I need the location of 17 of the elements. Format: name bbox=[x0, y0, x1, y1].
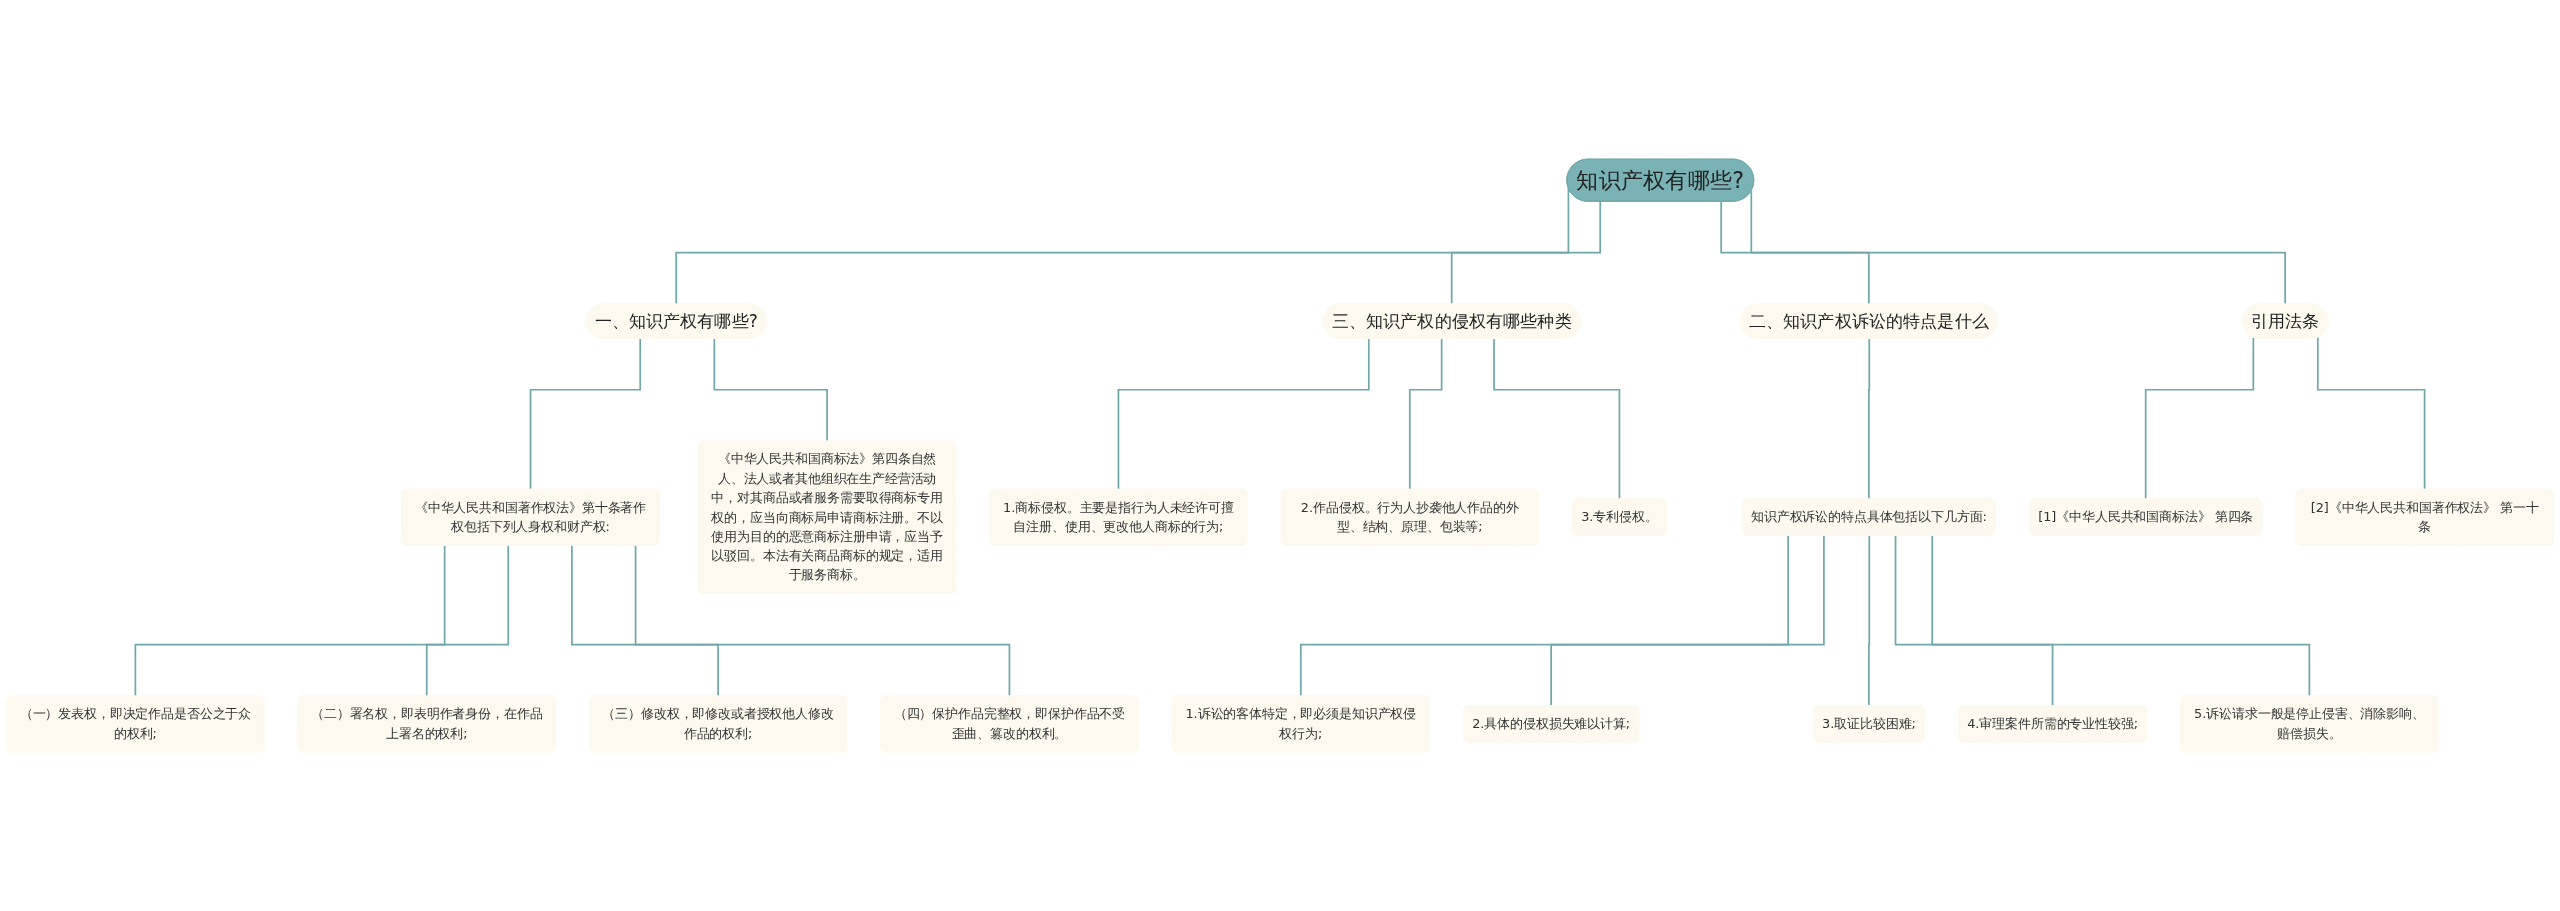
connector bbox=[1868, 534, 1871, 707]
connector bbox=[713, 337, 829, 443]
connector bbox=[1408, 337, 1443, 491]
connector bbox=[134, 544, 446, 698]
connector bbox=[1550, 534, 1825, 707]
connector bbox=[571, 544, 720, 698]
connector bbox=[1894, 534, 2054, 707]
connector bbox=[634, 544, 1011, 698]
connector bbox=[529, 337, 642, 491]
connector bbox=[425, 544, 510, 698]
connector bbox=[1720, 200, 1871, 306]
connector bbox=[1299, 534, 1789, 698]
connector bbox=[1450, 200, 1602, 306]
connector bbox=[1750, 190, 2287, 306]
connector bbox=[1931, 534, 2311, 698]
connector bbox=[1117, 337, 1370, 491]
connector bbox=[2316, 336, 2426, 491]
